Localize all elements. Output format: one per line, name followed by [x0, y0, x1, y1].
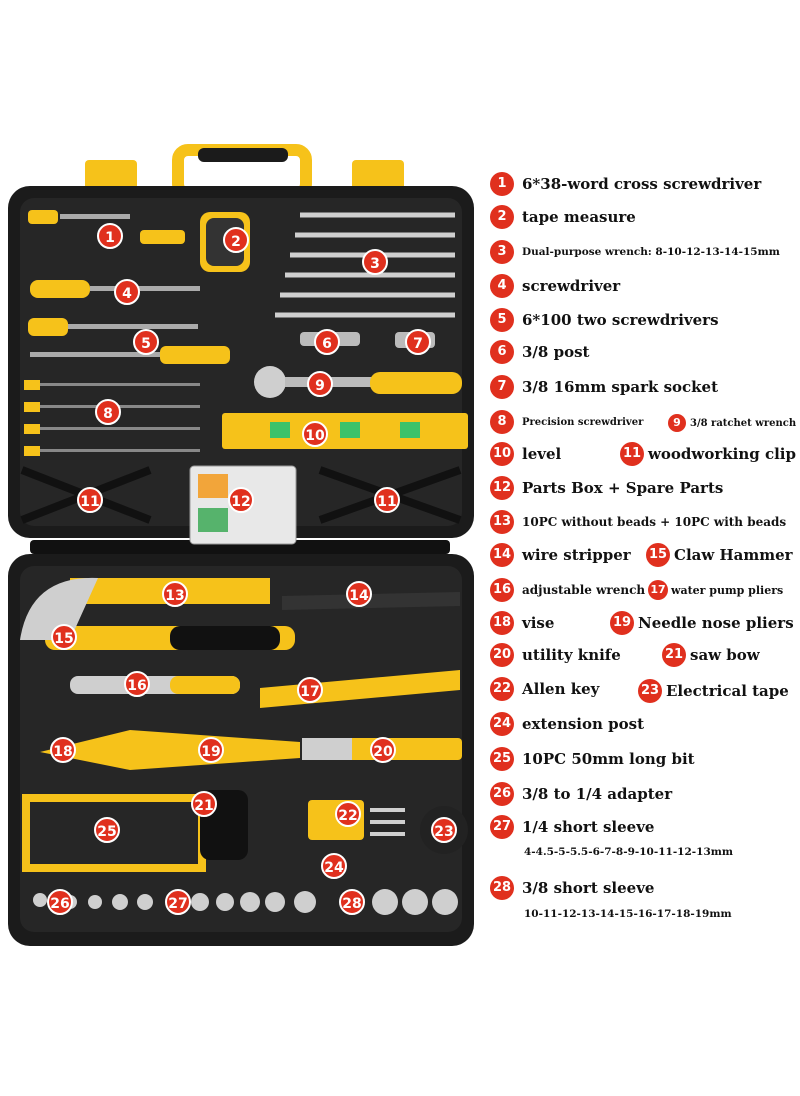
ratchet-head [254, 366, 286, 398]
badge-6: 6 [314, 329, 340, 355]
badge-11-right: 11 [374, 487, 400, 513]
badge-22: 22 [335, 801, 361, 827]
legend-label: 3/8 to 1/4 adapter [522, 785, 673, 803]
legend-label: level [522, 445, 562, 463]
badge-2: 2 [223, 227, 249, 253]
badge-1: 1 [97, 223, 123, 249]
badge-4: 4 [114, 279, 140, 305]
latch-left [85, 160, 137, 194]
badge-8: 8 [95, 399, 121, 425]
badge-11-left: 11 [77, 487, 103, 513]
legend-label: Claw Hammer [674, 546, 793, 564]
legend-label: vise [522, 614, 555, 632]
legend-label: Precision screwdriver [522, 416, 644, 428]
badge-12: 12 [228, 487, 254, 513]
badge-18: 18 [50, 737, 76, 763]
legend-label: Parts Box + Spare Parts [522, 479, 724, 497]
badge-16: 16 [124, 671, 150, 697]
wire-stripper [282, 592, 460, 610]
badge-9: 9 [307, 371, 333, 397]
legend-label: adjustable wrench [522, 583, 646, 597]
legend-label: Dual-purpose wrench: 8-10-12-13-14-15mm [522, 246, 780, 258]
socket-row [33, 889, 458, 915]
sizes-28: 10-11-12-13-14-15-16-17-18-19mm [524, 908, 732, 920]
badge-21: 21 [191, 791, 217, 817]
badge-3: 3 [362, 249, 388, 275]
badge-20: 20 [370, 737, 396, 763]
badge-13: 13 [162, 581, 188, 607]
legend-label: water pump pliers [671, 583, 784, 597]
legend-label: utility knife [522, 646, 621, 664]
badge-14: 14 [346, 581, 372, 607]
latch-right [352, 160, 404, 194]
badge-27: 27 [165, 889, 191, 915]
legend-label: saw bow [690, 646, 760, 664]
legend-label: Electrical tape [666, 682, 789, 700]
legend-label: 10PC without beads + 10PC with beads [522, 515, 787, 529]
pliers [40, 730, 300, 770]
legend-label: 10PC 50mm long bit [522, 750, 695, 768]
badge-19: 19 [198, 737, 224, 763]
legend-label: 1/4 short sleeve [522, 818, 655, 836]
badge-7: 7 [405, 329, 431, 355]
screwdrivers [24, 210, 230, 456]
badge-24: 24 [321, 853, 347, 879]
legend-label: 3/8 post [522, 343, 590, 361]
sizes-27: 4-4.5-5-5.5-6-7-8-9-10-11-12-13mm [524, 846, 733, 858]
badge-25: 25 [94, 817, 120, 843]
badge-23: 23 [431, 817, 457, 843]
badge-17: 17 [297, 677, 323, 703]
tool-case-photo: 1 2 3 4 5 6 7 8 9 10 11 11 12 13 14 15 1… [8, 144, 474, 946]
legend-label: 3/8 16mm spark socket [522, 378, 719, 396]
legend-label: woodworking clip [648, 445, 796, 463]
legend-label: wire stripper [522, 546, 631, 564]
legend-label: screwdriver [522, 277, 621, 295]
legend-label: tape measure [522, 208, 636, 226]
legend-label: Allen key [522, 680, 600, 698]
badge-10: 10 [302, 421, 328, 447]
badge-28: 28 [339, 889, 365, 915]
badge-26: 26 [47, 889, 73, 915]
legend-label: 3/8 short sleeve [522, 879, 655, 897]
badge-5: 5 [133, 329, 159, 355]
legend-label: extension post [522, 715, 645, 733]
legend-label: 6*100 two screwdrivers [522, 311, 719, 329]
tool-case-illustration [8, 144, 474, 946]
legend-label: 6*38-word cross screwdriver [522, 175, 762, 193]
wrench-set [275, 212, 455, 318]
legend-label: Needle nose pliers [638, 614, 794, 632]
legend-label: 3/8 ratchet wrench [690, 417, 797, 429]
badge-15: 15 [51, 624, 77, 650]
